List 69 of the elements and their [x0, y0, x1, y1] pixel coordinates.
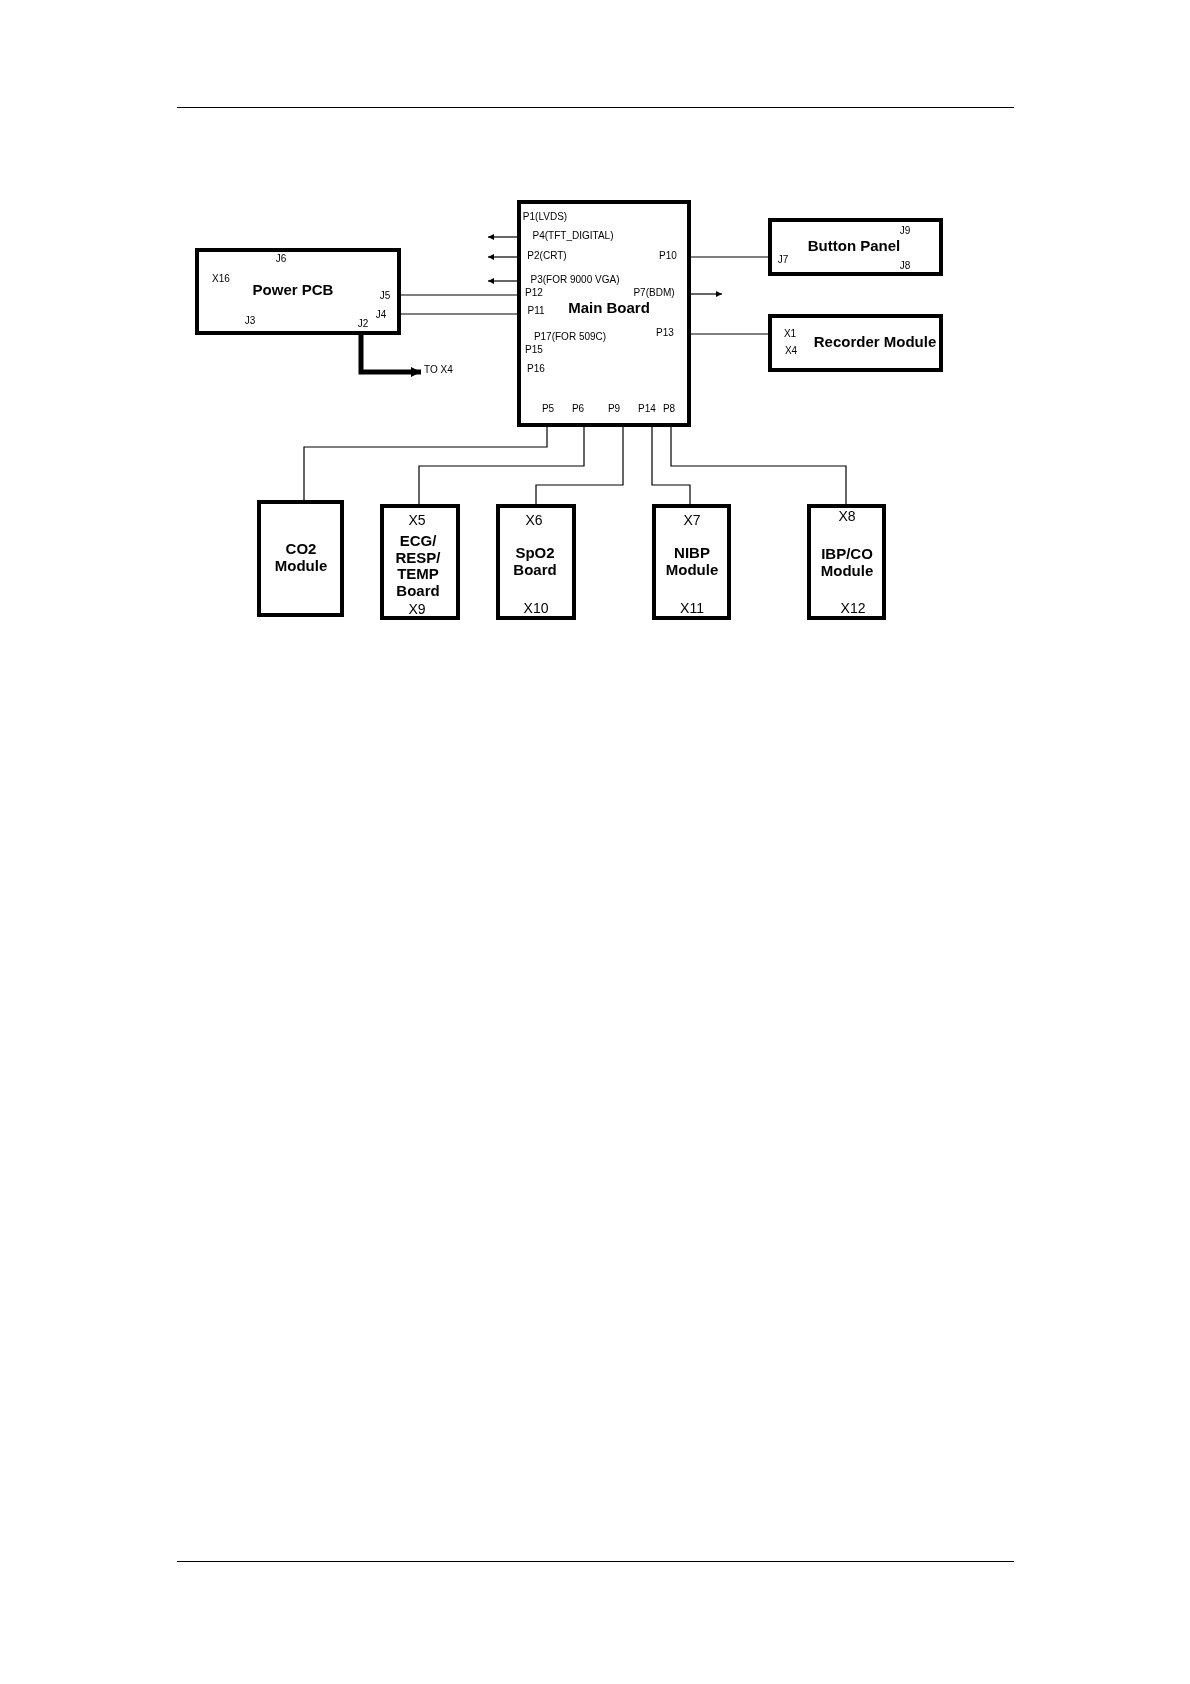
- board-box: [195, 248, 401, 335]
- connector-label: X12: [840, 601, 866, 617]
- connector-label: P9: [607, 402, 621, 414]
- connector-line: [400, 313, 518, 315]
- connector-label: P8: [662, 402, 676, 414]
- board-name: Button Panel: [807, 237, 901, 255]
- connector-label: J9: [899, 224, 911, 236]
- arrow: [690, 291, 723, 297]
- arrow: [487, 234, 518, 240]
- module-name: NIBP Module: [664, 544, 720, 578]
- connector-label: P6: [571, 402, 585, 414]
- arrow: [487, 254, 518, 260]
- connector-label: X5: [408, 513, 426, 529]
- module-box: [496, 504, 576, 620]
- connector-label: P10: [659, 249, 677, 261]
- connector-label: J5: [379, 289, 391, 301]
- connector-label: X10: [523, 601, 549, 617]
- connector-label: P3(FOR 9000 VGA): [530, 273, 620, 285]
- module-name: ECG/ RESP/ TEMP Board: [394, 533, 442, 599]
- connector-label: P15: [525, 343, 543, 355]
- connector-line: [690, 256, 769, 258]
- connector-line: [535, 426, 624, 505]
- connector-line: [651, 426, 691, 505]
- connector-label: J8: [899, 259, 911, 271]
- connector-line: [670, 426, 847, 505]
- connector-label: X8: [838, 509, 856, 525]
- connector-label: P17(FOR 509C): [533, 330, 607, 342]
- module-box: [380, 504, 460, 620]
- module-box: [652, 504, 731, 620]
- connector-line: [400, 294, 518, 296]
- connector-line: [303, 426, 548, 501]
- connector-label: P12: [525, 286, 543, 298]
- module-box: [768, 314, 943, 372]
- module-name: CO2 Module: [273, 540, 329, 574]
- connector-label: J7: [777, 253, 789, 265]
- module-name: IBP/CO Module: [819, 545, 875, 579]
- module-box: [257, 500, 344, 617]
- connector-label: P11: [527, 304, 545, 316]
- connector-label: X1: [783, 327, 797, 339]
- arrow: [358, 335, 421, 377]
- connector-label: X16: [212, 272, 230, 284]
- connector-label: X9: [408, 602, 426, 618]
- connector-label: X6: [525, 513, 543, 529]
- connector-label: TO X4: [424, 364, 453, 375]
- connector-label: P5: [541, 402, 555, 414]
- connector-label: P2(CRT): [527, 249, 567, 261]
- connector-line: [418, 426, 585, 505]
- board-name: Recorder Module: [813, 333, 937, 351]
- connector-label: X7: [683, 513, 701, 529]
- connector-label: P16: [527, 362, 545, 374]
- arrow: [487, 278, 518, 284]
- board-box: [517, 200, 691, 427]
- connector-label: J2: [357, 317, 369, 329]
- connector-label: J3: [244, 314, 256, 326]
- panel-box: [768, 218, 943, 276]
- connector-label: X4: [784, 344, 798, 356]
- connector-label: X11: [680, 601, 704, 617]
- connector-label: P13: [656, 326, 674, 338]
- board-name: Power PCB: [252, 281, 334, 299]
- connector-label: J6: [275, 252, 287, 264]
- connector-label: P1(LVDS): [522, 210, 568, 222]
- module-name: SpO2 Board: [512, 544, 558, 578]
- connector-label: J4: [375, 308, 387, 320]
- board-name: Main Board: [568, 299, 650, 317]
- module-box: [807, 504, 886, 620]
- connector-label: P7(BDM): [633, 286, 675, 298]
- connector-line: [690, 333, 769, 335]
- connector-label: P4(TFT_DIGITAL): [532, 229, 614, 241]
- connector-label: P14: [638, 402, 656, 414]
